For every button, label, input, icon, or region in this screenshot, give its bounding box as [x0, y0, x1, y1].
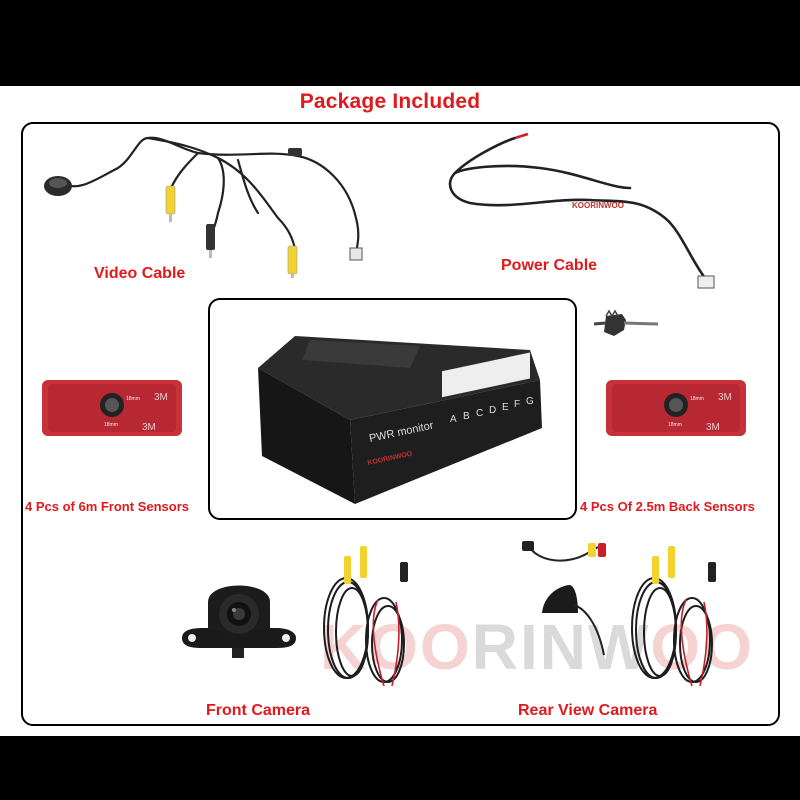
top-band	[0, 0, 800, 86]
power-cable-label: Power Cable	[501, 257, 598, 274]
back-pad-dim-top: 18mm	[690, 396, 704, 402]
port-a: A	[450, 414, 457, 425]
control-unit-image: PWR monitor A B C D E F G KOORINWOO	[258, 336, 542, 504]
port-f: F	[514, 399, 520, 410]
front-camera-image	[182, 585, 296, 658]
pad-mark-left: 3M	[154, 392, 168, 403]
port-d: D	[489, 405, 496, 416]
rear-camera-bundle-image	[631, 546, 716, 687]
watermark: KOORINWOO	[320, 610, 754, 684]
port-c: C	[476, 408, 483, 419]
power-cable-image: KOORINWOO	[448, 132, 715, 289]
video-cable-label: Video Cable	[94, 265, 186, 282]
back-pad-mark-right: 3M	[706, 422, 720, 433]
back-pad-dim-bottom: 18mm	[668, 422, 682, 428]
front-sensor-image: 3M 3M 18mm 18mm	[42, 380, 182, 436]
pad-dim-bottom: 18mm	[104, 422, 118, 428]
power-cable-brand: KOORINWOO	[572, 201, 624, 210]
bottom-band	[0, 736, 800, 800]
connector-ports	[442, 352, 530, 398]
pad-mark-right: 3M	[142, 422, 156, 433]
video-cable-image	[44, 136, 363, 278]
page-title: Package Included	[299, 90, 481, 113]
watermark-part2: RINW	[471, 611, 651, 683]
back-sensor-image: 3M 3M 18mm 18mm	[606, 380, 746, 436]
hole-saw-image	[593, 309, 659, 336]
back-pad-mark-left: 3M	[718, 392, 732, 403]
rear-camera-cable-image	[522, 541, 606, 656]
back-sensors-label: 4 Pcs Of 2.5m Back Sensors	[580, 499, 755, 514]
package-frame	[21, 122, 780, 726]
front-camera-cable-image	[323, 546, 408, 687]
front-sensors-label: 4 Pcs of 6m Front Sensors	[25, 499, 189, 514]
port-b: B	[463, 411, 470, 422]
rear-camera-label: Rear View Camera	[518, 702, 658, 719]
port-e: E	[502, 402, 509, 413]
front-camera-label: Front Camera	[206, 702, 311, 719]
pad-dim-top: 18mm	[126, 396, 140, 402]
port-g: G	[526, 396, 534, 407]
